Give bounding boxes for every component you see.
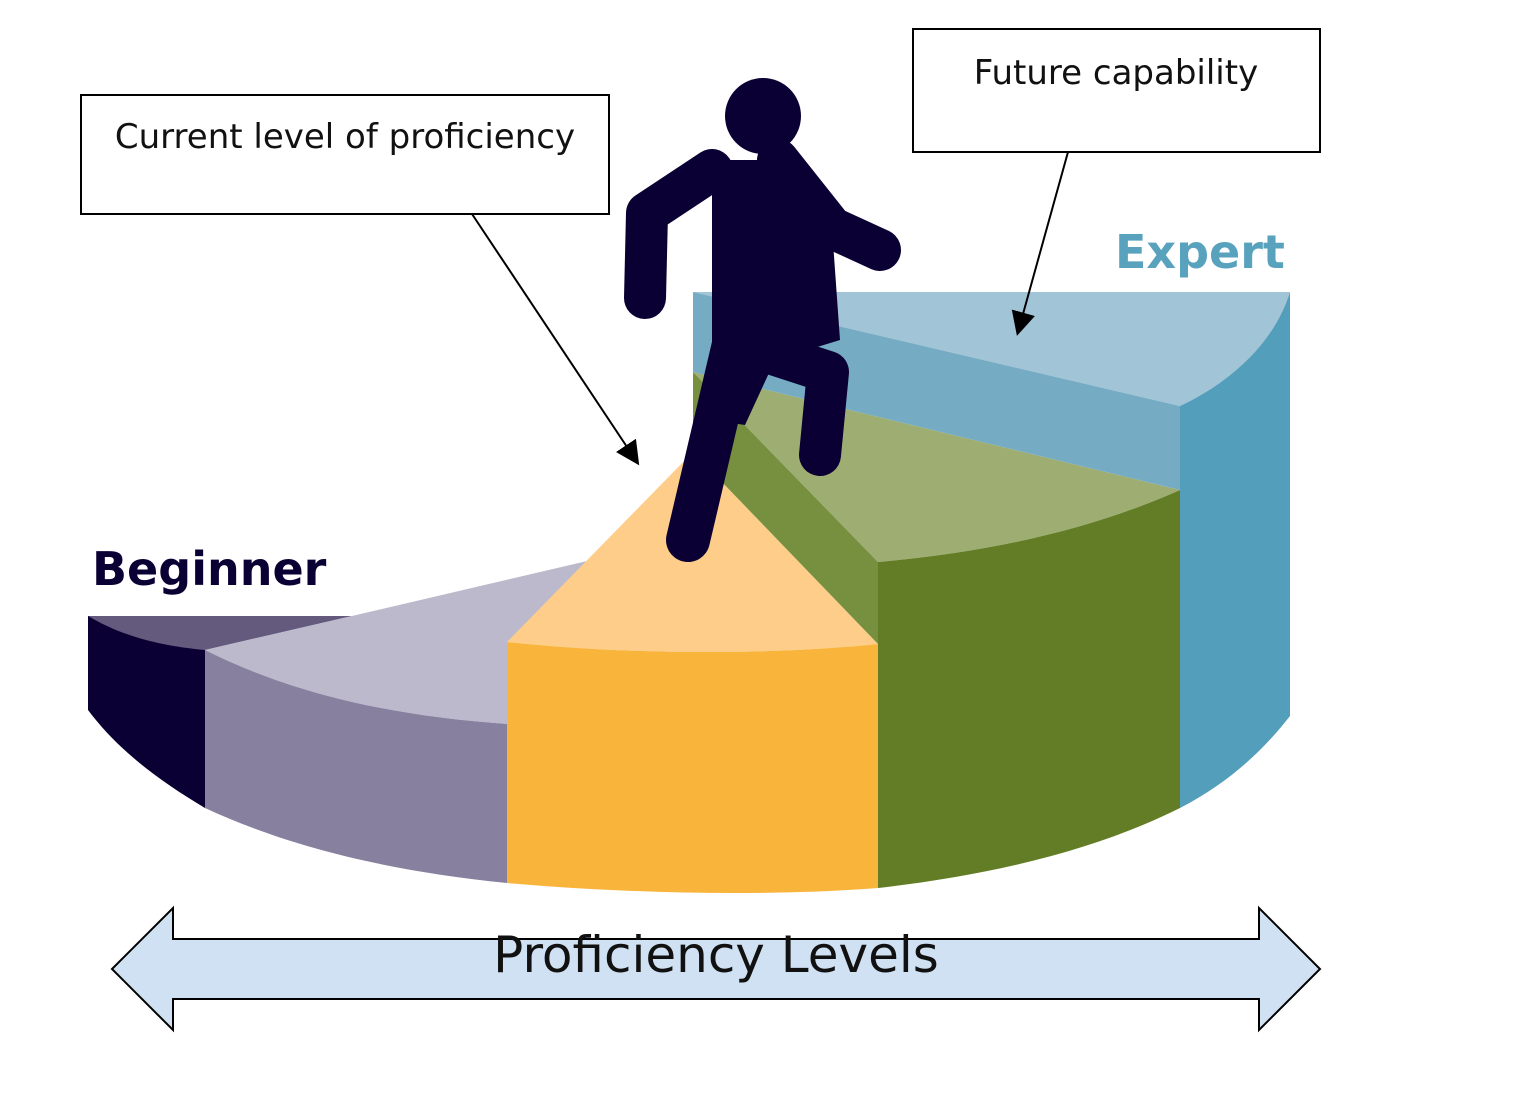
level-1-segment — [88, 616, 352, 808]
current-level-callout-text: Current level of proficiency — [115, 117, 575, 157]
expert-label: Expert — [1115, 225, 1285, 279]
proficiency-axis-arrow — [110, 905, 1322, 1033]
climbing-person-icon — [624, 78, 901, 562]
proficiency-axis-label: Proficiency Levels — [493, 926, 939, 984]
future-capability-callout-box — [912, 28, 1321, 153]
current-level-callout-box — [80, 94, 610, 215]
future-capability-callout-text: Future capability — [974, 53, 1258, 93]
future-capability-pointer-arrow — [1011, 151, 1069, 336]
beginner-label: Beginner — [92, 542, 327, 596]
level-2-segment — [205, 558, 600, 883]
current-level-pointer-arrow — [471, 213, 640, 466]
